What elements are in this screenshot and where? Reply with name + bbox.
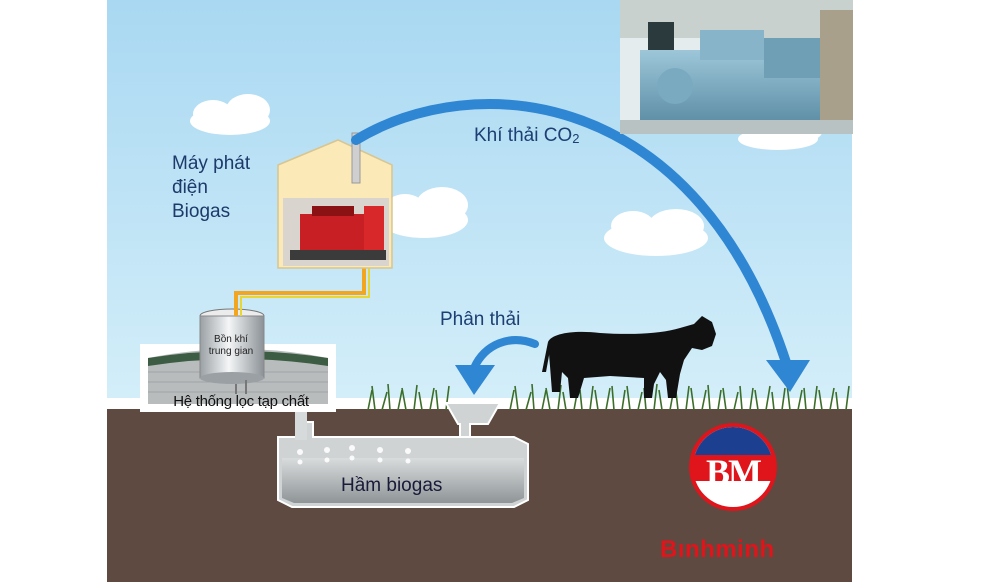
tank-label-line: trung gian: [208, 346, 254, 357]
generator-label-line: Máy phát: [172, 153, 251, 174]
digester-label: Hầm biogas: [341, 475, 443, 496]
generator-label: Máy phát điện Biogas: [172, 152, 292, 224]
cow-icon: [542, 316, 716, 398]
manure-label: Phân thải: [440, 309, 521, 330]
bm-logo-icon: [689, 423, 777, 511]
manure-arrowhead: [455, 365, 495, 395]
exhaust-label: Khí thải CO2: [474, 125, 579, 147]
generator-label-line: điện: [172, 177, 208, 198]
generator-house: [277, 132, 393, 269]
logo-text: BM: [706, 452, 762, 492]
manure-arrow: [470, 336, 539, 372]
cloud-icon: [604, 209, 708, 256]
filter-label: Hệ thống lọc tạp chất: [173, 393, 309, 410]
exhaust-subscript: 2: [572, 131, 580, 146]
gas-pipe: [234, 258, 366, 316]
tank-label-line: Bồn khí: [214, 334, 248, 345]
tank-label: Bồn khí trung gian: [204, 334, 258, 358]
brand-name: Bınhminh: [660, 536, 775, 563]
generator-label-line: Biogas: [172, 201, 231, 222]
exhaust-arrow: [351, 99, 795, 380]
exhaust-arrowhead: [766, 360, 810, 392]
generator-photo-icon: [620, 0, 853, 134]
exhaust-text: Khí thải CO: [474, 125, 573, 146]
cloud-icon: [380, 187, 468, 238]
gas-tank: [199, 308, 265, 394]
grass: [367, 383, 850, 411]
manure-inlet: [444, 402, 502, 438]
cloud-icon: [190, 94, 270, 135]
biogas-digester: [277, 419, 529, 508]
